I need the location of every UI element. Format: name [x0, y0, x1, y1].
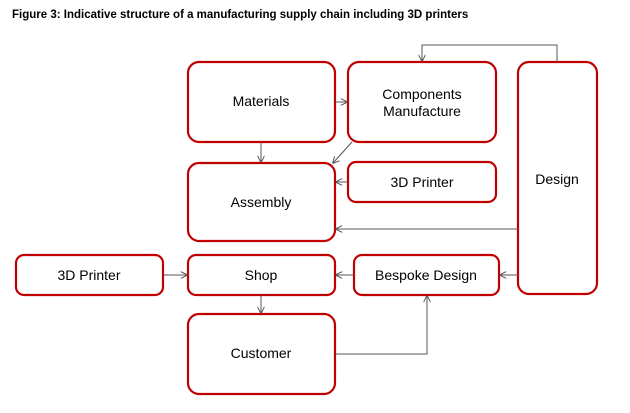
arrow-components-to-assembly [333, 141, 353, 163]
3d-printer-right-label: 3D Printer [390, 174, 453, 190]
manufacture-label: Manufacture [383, 103, 461, 119]
shop-node: Shop [186, 253, 337, 297]
3d-printer-left-node: 3D Printer [14, 253, 165, 297]
components-manufacture-node: Components Manufacture [346, 60, 498, 144]
shop-label: Shop [245, 267, 278, 283]
bespoke-design-label: Bespoke Design [375, 267, 477, 283]
customer-label: Customer [231, 345, 292, 361]
materials-label: Materials [233, 93, 290, 109]
components-label: Components [382, 86, 461, 102]
3d-printer-right-node: 3D Printer [346, 160, 498, 204]
3d-printer-left-label: 3D Printer [57, 267, 120, 283]
bespoke-design-node: Bespoke Design [352, 253, 501, 297]
assembly-label: Assembly [231, 194, 292, 210]
design-node: Design [516, 60, 599, 296]
customer-node: Customer [186, 312, 337, 396]
materials-node: Materials [186, 60, 337, 144]
assembly-node: Assembly [186, 161, 337, 243]
arrow-design-to-components [422, 44, 558, 62]
figure-title: Figure 3: Indicative structure of a manu… [12, 9, 469, 21]
arrow-customer-to-bespoke [335, 296, 427, 355]
design-label: Design [535, 171, 579, 187]
